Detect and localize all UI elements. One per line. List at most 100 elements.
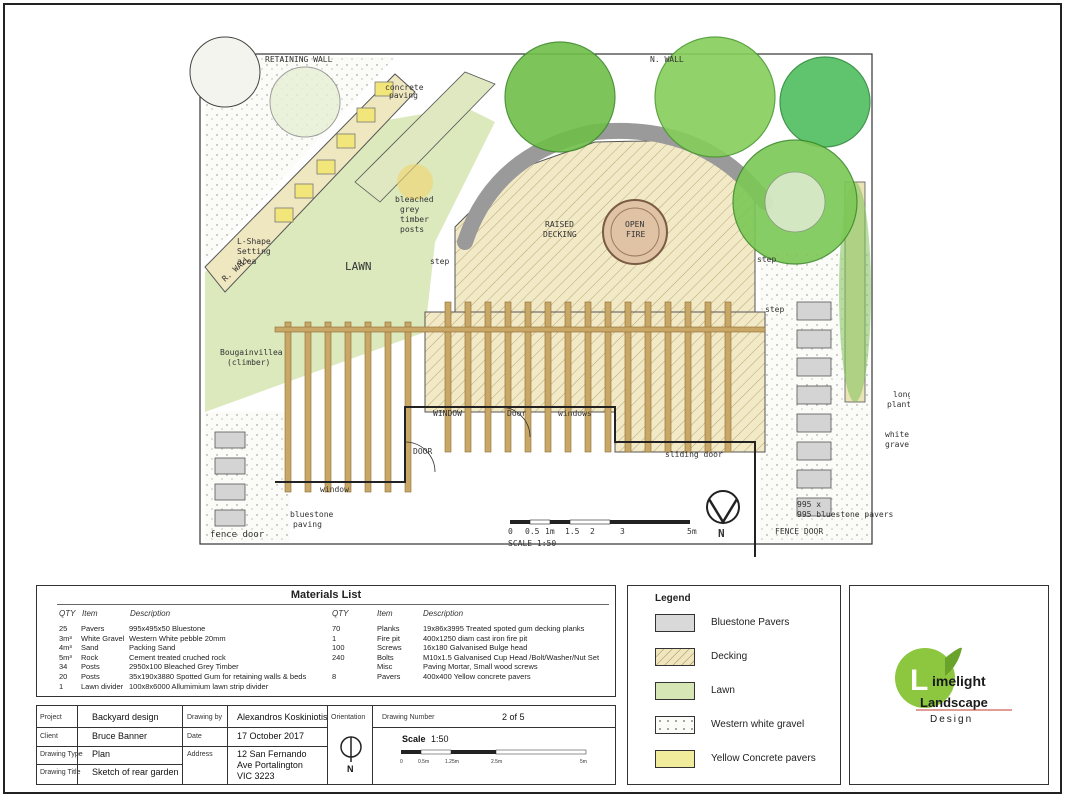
mat-head-item-2: Item [377,609,393,618]
title-scale-tick: 2.5m [491,759,503,765]
plan-scale-bar [510,519,690,525]
date-value: 17 October 2017 [237,731,305,741]
label-paving: paving [293,520,322,529]
retaining-wall-bed [204,73,416,293]
label-long: long [893,390,910,399]
garden-bed [354,71,496,203]
limelight-logo-icon: L imelight Landscape Design [895,647,1012,725]
mat-head-qty-2: QTY [332,609,349,618]
garden-plan: RETAINING WALL R. WALL N. WALL LAWN blea… [189,36,910,557]
logo-landscape: Landscape [920,695,988,710]
fire-pit [602,199,668,265]
label-posts: posts [400,225,424,234]
drawing-number-value: 2 of 5 [502,712,525,722]
label-fence-door-right: FENCE DOOR [775,527,823,536]
date-label: Date [187,733,202,740]
label-open: OPEN [625,220,644,229]
north-arrow-icon [706,490,740,525]
title-scale-bar [401,749,587,755]
address-line-3: VIC 3223 [237,771,275,781]
legend: Legend Bluestone Pavers Decking Lawn Wes… [627,585,841,785]
client-value: Bruce Banner [92,731,148,741]
label-gravel: gravel [885,440,910,449]
mat-head-item: Item [82,609,98,618]
label-windows: windows [558,409,592,418]
label-retaining-wall: RETAINING WALL [265,55,333,64]
materials-title: Materials List [290,589,362,601]
orientation-n: N [347,764,354,774]
label-bluestone: bluestone [290,510,334,519]
gravel-corner [205,57,395,262]
legend-item-decking: Decking [655,646,835,668]
legend-swatch [655,750,695,768]
title-scale-tick: 1.25m [445,759,459,765]
label-step-right-2: step [765,305,784,314]
company-logo: L imelight Landscape Design [849,585,1049,785]
logo-limelight: imelight [932,673,986,689]
lower-decking [424,311,766,453]
compass-icon [340,736,362,762]
label-grey: grey [400,205,419,214]
label-climber: (climber) [227,358,270,367]
trees [189,36,871,265]
plan-scale-tick: 0 [508,527,513,536]
plan-scale-tick: 5m [687,527,697,536]
logo-design: Design [930,714,973,725]
title-scale-tick: 5m [580,759,587,765]
label-shade-2: Setting [237,247,271,256]
legend-swatch [655,716,695,734]
drawing-title-value: Sketch of rear garden [92,767,179,777]
address-line-2: Ave Portalington [237,760,303,770]
label-step-right: step [757,255,776,264]
label-paver-size-1: 995 x [797,500,821,509]
legend-item-yellow-pavers: Yellow Concrete pavers [655,748,835,770]
label-decking: DECKING [543,230,577,239]
label-fire: FIRE [626,230,645,239]
legend-swatch [655,682,695,700]
drawing-title-label: Drawing Title [40,769,81,776]
label-lawn: LAWN [345,260,372,273]
scale-value: 1:50 [431,734,449,744]
title-block: Project Backyard design Client Bruce Ban… [36,705,616,785]
client-label: Client [40,733,58,740]
plan-scale-tick: 2 [590,527,595,536]
label-concrete-1: concrete [385,83,424,92]
drawing-sheet [3,3,1062,794]
title-scale-tick: 0 [400,759,403,765]
label-white: white [885,430,909,439]
pergola-posts [274,301,766,493]
mat-head-qty: QTY [59,609,76,618]
legend-swatch [655,648,695,666]
plan-scale-tick: 0.5 [525,527,540,536]
label-window-low: window [320,485,349,494]
label-paver-size-2: 995 bluestone pavers [797,510,894,519]
north-label: N [718,527,725,540]
label-sliding-door: sliding door [665,450,723,459]
legend-title: Legend [655,593,691,604]
bluestone-pavers [214,301,832,527]
label-window-left: WINDOW [433,409,462,418]
plan-scale-tick: 1.5 [565,527,580,536]
project-label: Project [40,714,62,721]
legend-swatch [655,614,695,632]
orientation-label: Orientation [331,714,366,721]
materials-list: Materials List QTY Item Description QTY … [36,585,616,697]
label-shade-1: L-Shape [237,237,271,246]
mat-head-desc: Description [130,609,171,618]
legend-item-bluestone: Bluestone Pavers [655,612,835,634]
label-door-mid: Door [507,409,526,418]
yellow-pavers [274,81,394,223]
